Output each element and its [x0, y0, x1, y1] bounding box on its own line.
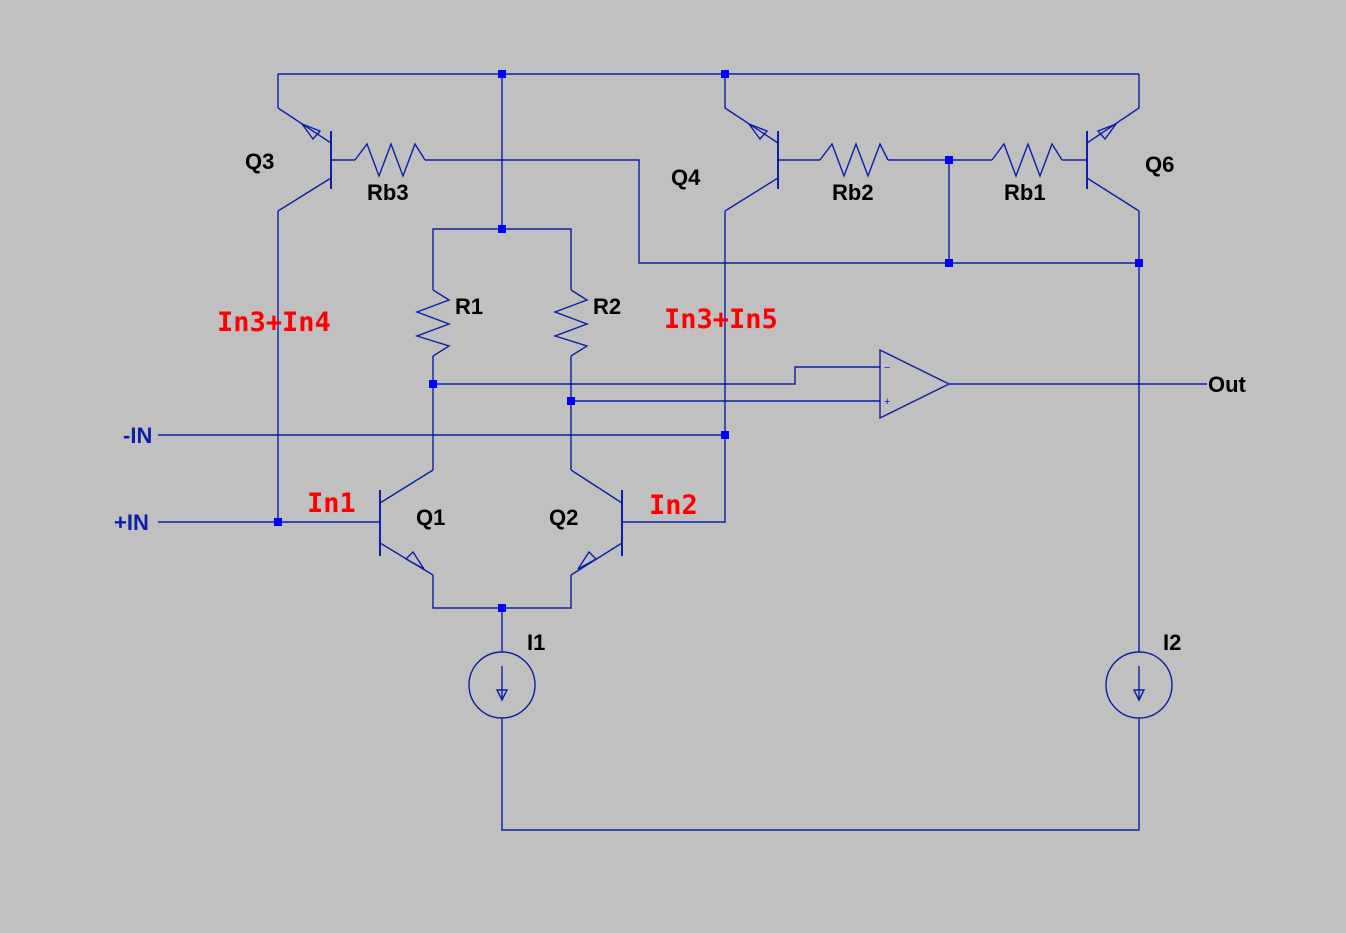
label-q2: Q2 — [549, 505, 578, 530]
current-source-i1 — [468, 651, 536, 719]
current-source-i2 — [1105, 651, 1173, 719]
label-q6: Q6 — [1145, 152, 1174, 177]
resistor-rb1 — [991, 142, 1063, 178]
transistor-q3 — [277, 107, 332, 212]
label-q3: Q3 — [245, 149, 274, 174]
label-i2: I2 — [1163, 630, 1181, 655]
port-plus-in: +IN — [114, 510, 149, 535]
resistor-rb3 — [354, 142, 426, 178]
label-rb1: Rb1 — [1004, 180, 1046, 205]
annotation-in3-in4: In3+In4 — [217, 307, 331, 338]
wires — [158, 73, 1207, 831]
label-r2: R2 — [593, 294, 621, 319]
transistor-q2 — [570, 469, 623, 576]
port-out: Out — [1208, 372, 1247, 397]
resistor-r2 — [552, 289, 589, 357]
opamp: − + — [879, 348, 951, 420]
annotation-in1: In1 — [307, 488, 356, 519]
annotation-in2: In2 — [649, 490, 698, 521]
resistor-r1 — [414, 289, 451, 357]
transistor-q1 — [379, 469, 434, 576]
label-q4: Q4 — [671, 165, 701, 190]
transistor-q6 — [1086, 107, 1140, 212]
opamp-noninverting-pin: + — [884, 396, 890, 408]
annotation-in3-in5: In3+In5 — [664, 304, 778, 335]
junctions — [274, 70, 1143, 612]
label-rb2: Rb2 — [832, 180, 874, 205]
opamp-inverting-pin: − — [884, 362, 890, 374]
label-rb3: Rb3 — [367, 180, 409, 205]
transistor-q4 — [724, 107, 779, 212]
port-minus-in: -IN — [123, 423, 152, 448]
label-r1: R1 — [455, 294, 483, 319]
label-q1: Q1 — [416, 505, 445, 530]
resistor-rb2 — [819, 142, 889, 178]
label-i1: I1 — [527, 630, 545, 655]
